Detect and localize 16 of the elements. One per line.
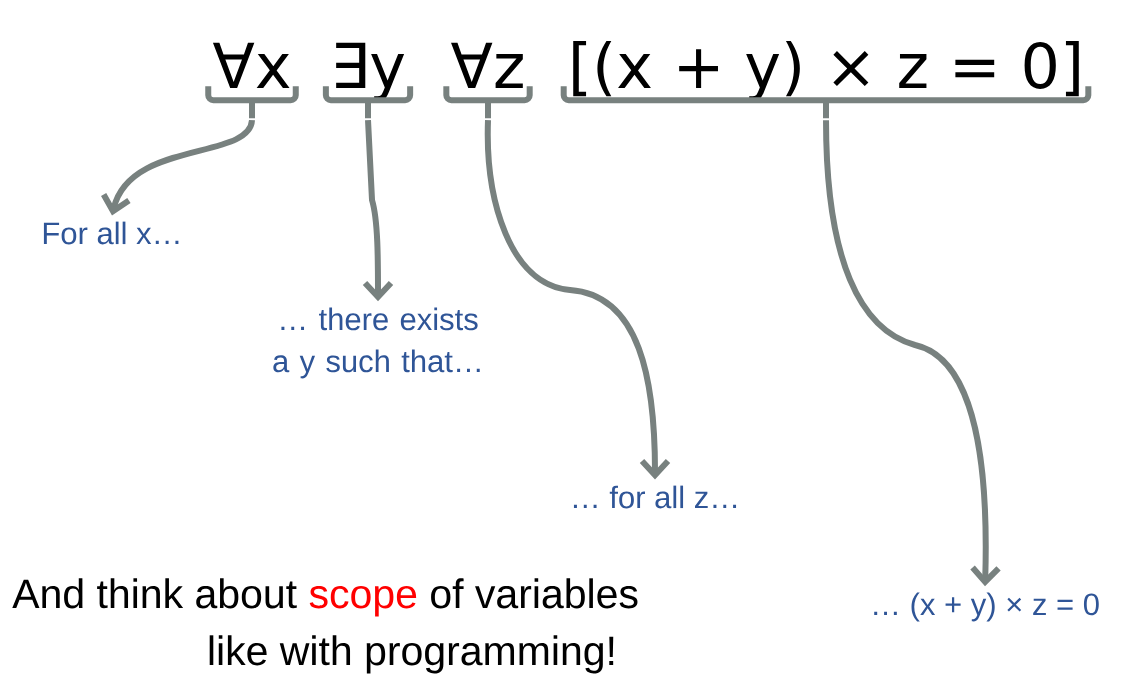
formula-part: ∀z (451, 42, 523, 88)
annotation-text: … (x + y) × z = 0 (874, 592, 1099, 622)
arrow (484, 120, 671, 480)
note-text: And think about (12, 578, 297, 609)
formula-part: ∃y (336, 42, 405, 101)
note-text: of variables (431, 578, 638, 609)
annotation-text: … for all z… (573, 485, 737, 509)
note-text: like with programming! (209, 635, 614, 674)
formula-part: ∀x (212, 42, 290, 88)
arrow (362, 120, 394, 302)
annotation-text: … there exists a y such that… (273, 307, 480, 379)
arrow (823, 120, 1001, 587)
highlighted-word: scope (309, 585, 417, 617)
annotation-text: For all x… (43, 221, 179, 245)
arrow (101, 119, 255, 216)
formula-part: [(x + y) × z = 0] (573, 40, 1079, 101)
